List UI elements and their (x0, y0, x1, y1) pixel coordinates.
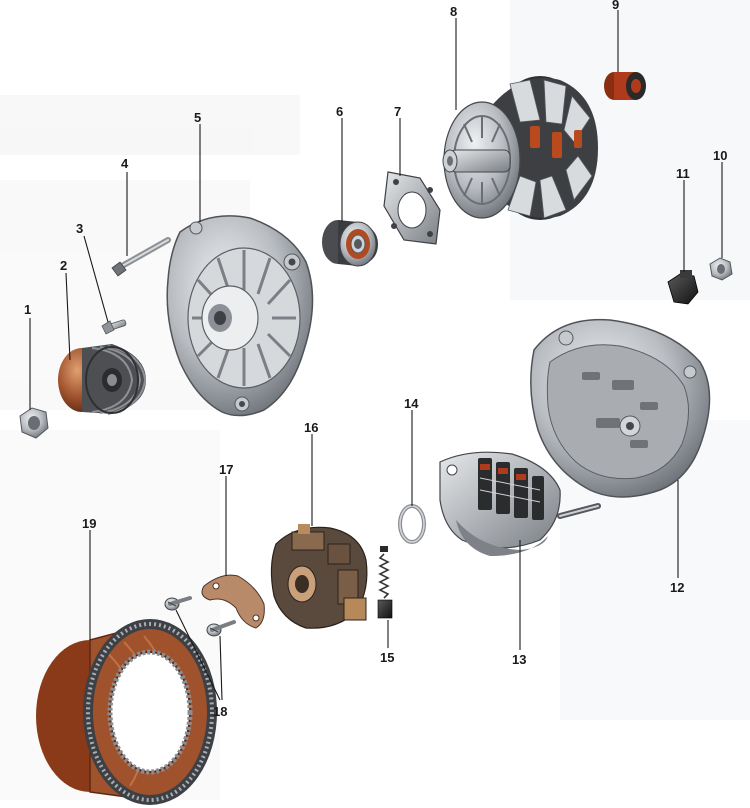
leader-line-18a (175, 609, 221, 701)
callout-1: 1 (24, 302, 31, 317)
part-rear-housing (530, 318, 711, 498)
callout-18: 18 (213, 704, 227, 719)
part-stator (36, 619, 217, 805)
callout-7: 7 (394, 104, 401, 119)
part-retaining-ring (398, 504, 426, 544)
callout-layer: 1 2 3 4 5 6 7 8 9 10 11 12 13 14 15 16 1 (24, 0, 727, 719)
callout-19: 19 (82, 516, 96, 531)
part-small-bolt (101, 319, 127, 335)
part-insulating-bushing (667, 270, 699, 305)
part-long-bolt (111, 237, 171, 277)
part-pulley (58, 344, 147, 415)
part-terminal-nut (709, 257, 733, 281)
callout-5: 5 (194, 110, 201, 125)
part-rectifier-bridge (439, 451, 601, 556)
leader-line-2 (65, 272, 71, 361)
part-rear-bearing (604, 72, 646, 100)
leader-line-3 (83, 235, 109, 323)
part-voltage-regulator (270, 524, 368, 629)
callout-2: 2 (60, 258, 67, 273)
callout-17: 17 (219, 462, 233, 477)
callout-14: 14 (404, 396, 419, 411)
callout-9: 9 (612, 0, 619, 12)
part-rotor (442, 76, 598, 220)
callout-10: 10 (713, 148, 727, 163)
callout-4: 4 (121, 156, 129, 171)
callout-12: 12 (670, 580, 684, 595)
part-brush-spring (377, 546, 393, 619)
callout-11: 11 (676, 166, 690, 181)
part-retaining-plate (383, 171, 441, 245)
part-nut (19, 407, 49, 439)
part-connecting-bracket (201, 574, 265, 629)
callout-15: 15 (380, 650, 394, 665)
callout-8: 8 (450, 4, 457, 19)
callout-13: 13 (512, 652, 526, 667)
part-front-housing (166, 215, 314, 417)
leader-line-18b (219, 635, 223, 701)
part-screws (164, 596, 236, 637)
callout-16: 16 (304, 420, 318, 435)
part-bearing (322, 220, 378, 267)
callout-6: 6 (336, 104, 343, 119)
callout-3: 3 (76, 221, 83, 236)
